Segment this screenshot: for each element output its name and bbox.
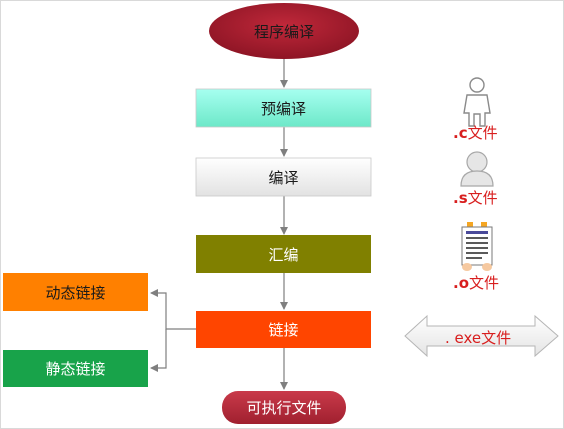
document-clipboard-icon	[461, 222, 493, 271]
link-node: 链接	[196, 311, 371, 348]
o-file-prefix: .o	[453, 274, 470, 292]
end-pill-shape	[222, 391, 346, 424]
dynamic-link-node-label: 动态链接	[45, 283, 106, 302]
compile-node: 编译	[196, 158, 371, 196]
assemble-node: 汇编	[196, 235, 371, 273]
static-link-node: 静态链接	[3, 350, 148, 387]
o-file-suffix: 文件	[469, 274, 500, 292]
start-ellipse-shape	[209, 3, 359, 59]
link-node-label: 链接	[268, 321, 299, 339]
static-box-shape	[3, 350, 148, 387]
start-node: 程序编译	[209, 3, 359, 59]
assemble-box-shape	[196, 235, 371, 273]
arrow-link-to-static	[150, 329, 167, 372]
c-file-prefix: .c	[453, 124, 468, 142]
dynamic-link-node: 动态链接	[3, 273, 148, 311]
preprocess-node-label: 预编译	[260, 99, 306, 118]
preprocess-node: 预编译	[196, 89, 371, 127]
s-file-suffix: 文件	[467, 189, 498, 207]
compile-node-label: 编译	[268, 168, 299, 187]
compile-box-shape	[195, 157, 372, 197]
link-box-shape	[196, 311, 371, 348]
preprocess-box-shape	[195, 88, 372, 128]
static-link-node-label: 静态链接	[45, 360, 106, 378]
user-silhouette-icon	[460, 151, 494, 187]
double-arrow-icon	[404, 314, 559, 358]
assemble-node-label: 汇编	[268, 245, 299, 264]
arrow-link-to-dynamic	[150, 289, 196, 330]
dynamic-box-shape	[3, 273, 148, 311]
exe-file-label: . exe文件	[445, 329, 512, 347]
end-node: 可执行文件	[222, 391, 346, 424]
o-file-label: .o文件	[453, 272, 499, 293]
person-outline-icon	[463, 77, 491, 127]
start-node-label: 程序编译	[253, 22, 314, 41]
c-file-label: .c文件	[453, 122, 498, 143]
c-file-suffix: 文件	[467, 124, 498, 142]
s-file-label: .s文件	[453, 187, 498, 208]
s-file-prefix: .s	[453, 189, 468, 207]
end-node-label: 可执行文件	[246, 399, 322, 417]
